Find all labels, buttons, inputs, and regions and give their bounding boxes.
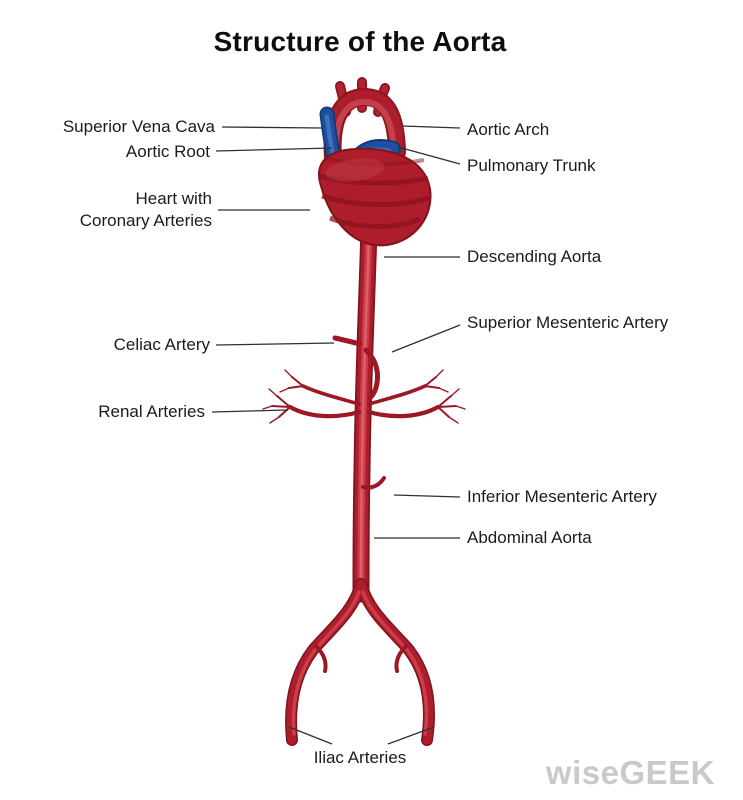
heart-shape: [318, 147, 432, 247]
label-heart-coronary: Heart with Coronary Arteries: [80, 188, 212, 232]
label-heart-line2: Coronary Arteries: [79, 211, 212, 230]
label-renal-arteries: Renal Arteries: [98, 402, 205, 421]
descending-aorta-vessel: [352, 219, 378, 603]
leader-renal: [211, 409, 289, 413]
label-heart-line1: Heart with: [135, 189, 212, 208]
label-inferior-mesenteric-artery: Inferior Mesenteric Artery: [467, 487, 657, 506]
leader-aortic-arch: [401, 125, 461, 129]
leader-inferior-mesenteric: [393, 494, 461, 498]
wisegeek-watermark: wiseGEEK: [545, 754, 715, 791]
leader-aortic-root: [215, 147, 333, 152]
leader-superior-mesenteric: [391, 324, 461, 353]
leader-celiac: [215, 342, 335, 346]
leader-superior-vena-cava: [221, 126, 323, 129]
leader-iliac-left: [288, 726, 333, 745]
label-iliac-arteries: Iliac Arteries: [313, 748, 407, 767]
label-descending-aorta: Descending Aorta: [467, 247, 602, 266]
inferior-mesenteric-vessel: [361, 476, 386, 490]
leader-pulmonary-trunk: [397, 146, 461, 165]
superior-mesenteric-vessel: [363, 347, 380, 401]
iliac-arteries-vessels: [285, 578, 435, 746]
label-celiac-artery: Celiac Artery: [113, 335, 210, 354]
superior-vena-cava-vessel: [319, 106, 342, 166]
label-pulmonary-trunk: Pulmonary Trunk: [467, 156, 596, 175]
label-abdominal-aorta: Abdominal Aorta: [467, 528, 592, 547]
leader-iliac-right: [387, 726, 435, 745]
label-aortic-root: Aortic Root: [125, 142, 210, 161]
page-title: Structure of the Aorta: [213, 26, 507, 57]
label-superior-mesenteric-artery: Superior Mesenteric Artery: [467, 313, 669, 332]
label-superior-vena-cava: Superior Vena Cava: [62, 117, 215, 136]
leader-lines: [211, 125, 461, 745]
label-aortic-arch: Aortic Arch: [467, 120, 550, 139]
renal-arteries-vessels: [262, 369, 466, 424]
celiac-artery-vessel: [332, 335, 363, 347]
